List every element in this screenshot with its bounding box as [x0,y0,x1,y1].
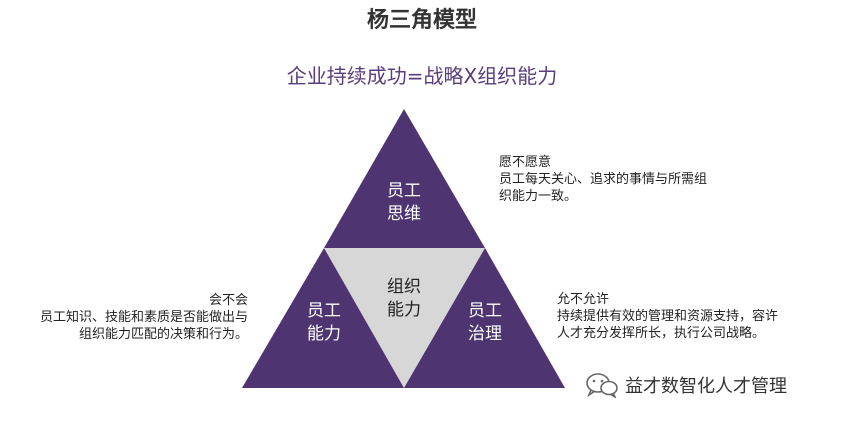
note-employee-thinking: 愿不愿意 员工每天关心、追求的事情与所需组 织能力一致。 [499,155,708,204]
note-employee-governance: 允不允许 持续提供有效的管理和资源支持，容许 人才充分发挥所长，执行公司战略。 [557,292,779,341]
triangle-top [324,109,485,248]
watermark-text: 益才数智化人才管理 [625,376,787,397]
watermark: 益才数智化人才管理 [585,372,787,398]
triangle-bottom-left [242,248,404,388]
label-employee-capability: 员工 能力 [307,301,341,344]
label-employee-thinking: 员工 思维 [387,181,421,224]
note-employee-capability: 会不会 员工知识、技能和素质是否能做出与 组织能力匹配的决策和行为。 [39,293,248,342]
triangle-bottom-right [404,248,565,388]
wechat-icon [586,373,618,398]
diagram-formula: 企业持续成功=战略X组织能力 [286,64,558,88]
triangle-center [324,248,485,388]
diagram-title: 杨三角模型 [366,8,477,33]
label-organizational-capability: 组织 能力 [387,277,421,320]
label-employee-governance: 员工 治理 [468,301,502,344]
